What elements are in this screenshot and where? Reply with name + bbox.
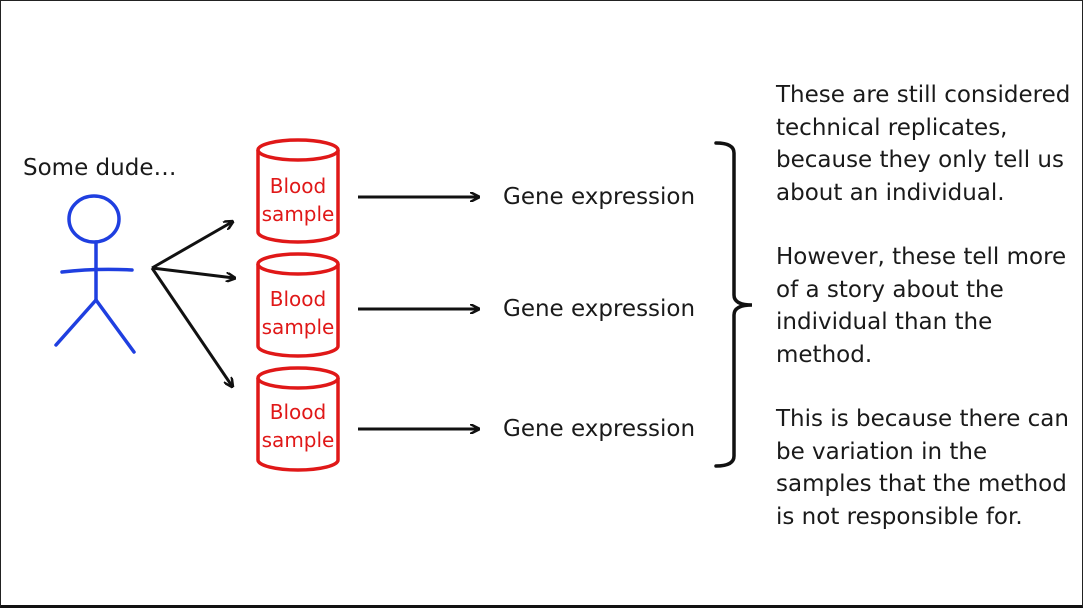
person-label: Some dude… [23,155,177,181]
blood-sample-label-2: Blood sample [261,287,335,339]
gene-expression-label-1: Gene expression [503,184,696,210]
blood-sample-cylinder-3 [256,366,340,472]
branch-arrow-2 [151,266,234,278]
stick-figure-icon [54,194,136,354]
explanation-paragraph-2: However, these tell more of a story abou… [776,244,1067,368]
blood-sample-cylinder-2 [256,252,340,358]
right-bracket [714,141,753,468]
blood-sample-label-3: Blood sample [261,400,335,452]
gene-expression-label-2: Gene expression [503,296,696,322]
result-arrows [358,197,478,429]
gene-expression-label-3: Gene expression [503,416,696,442]
explanation-paragraph-1: These are still considered technical rep… [776,82,1071,206]
explanation-paragraph-3: This is because there can be variation i… [776,406,1069,530]
branch-arrow-3 [150,267,232,386]
branch-arrow-1 [151,222,232,270]
blood-sample-label-1: Blood sample [261,174,335,226]
blood-sample-cylinder-1 [256,138,340,244]
branch-arrows [150,222,234,386]
